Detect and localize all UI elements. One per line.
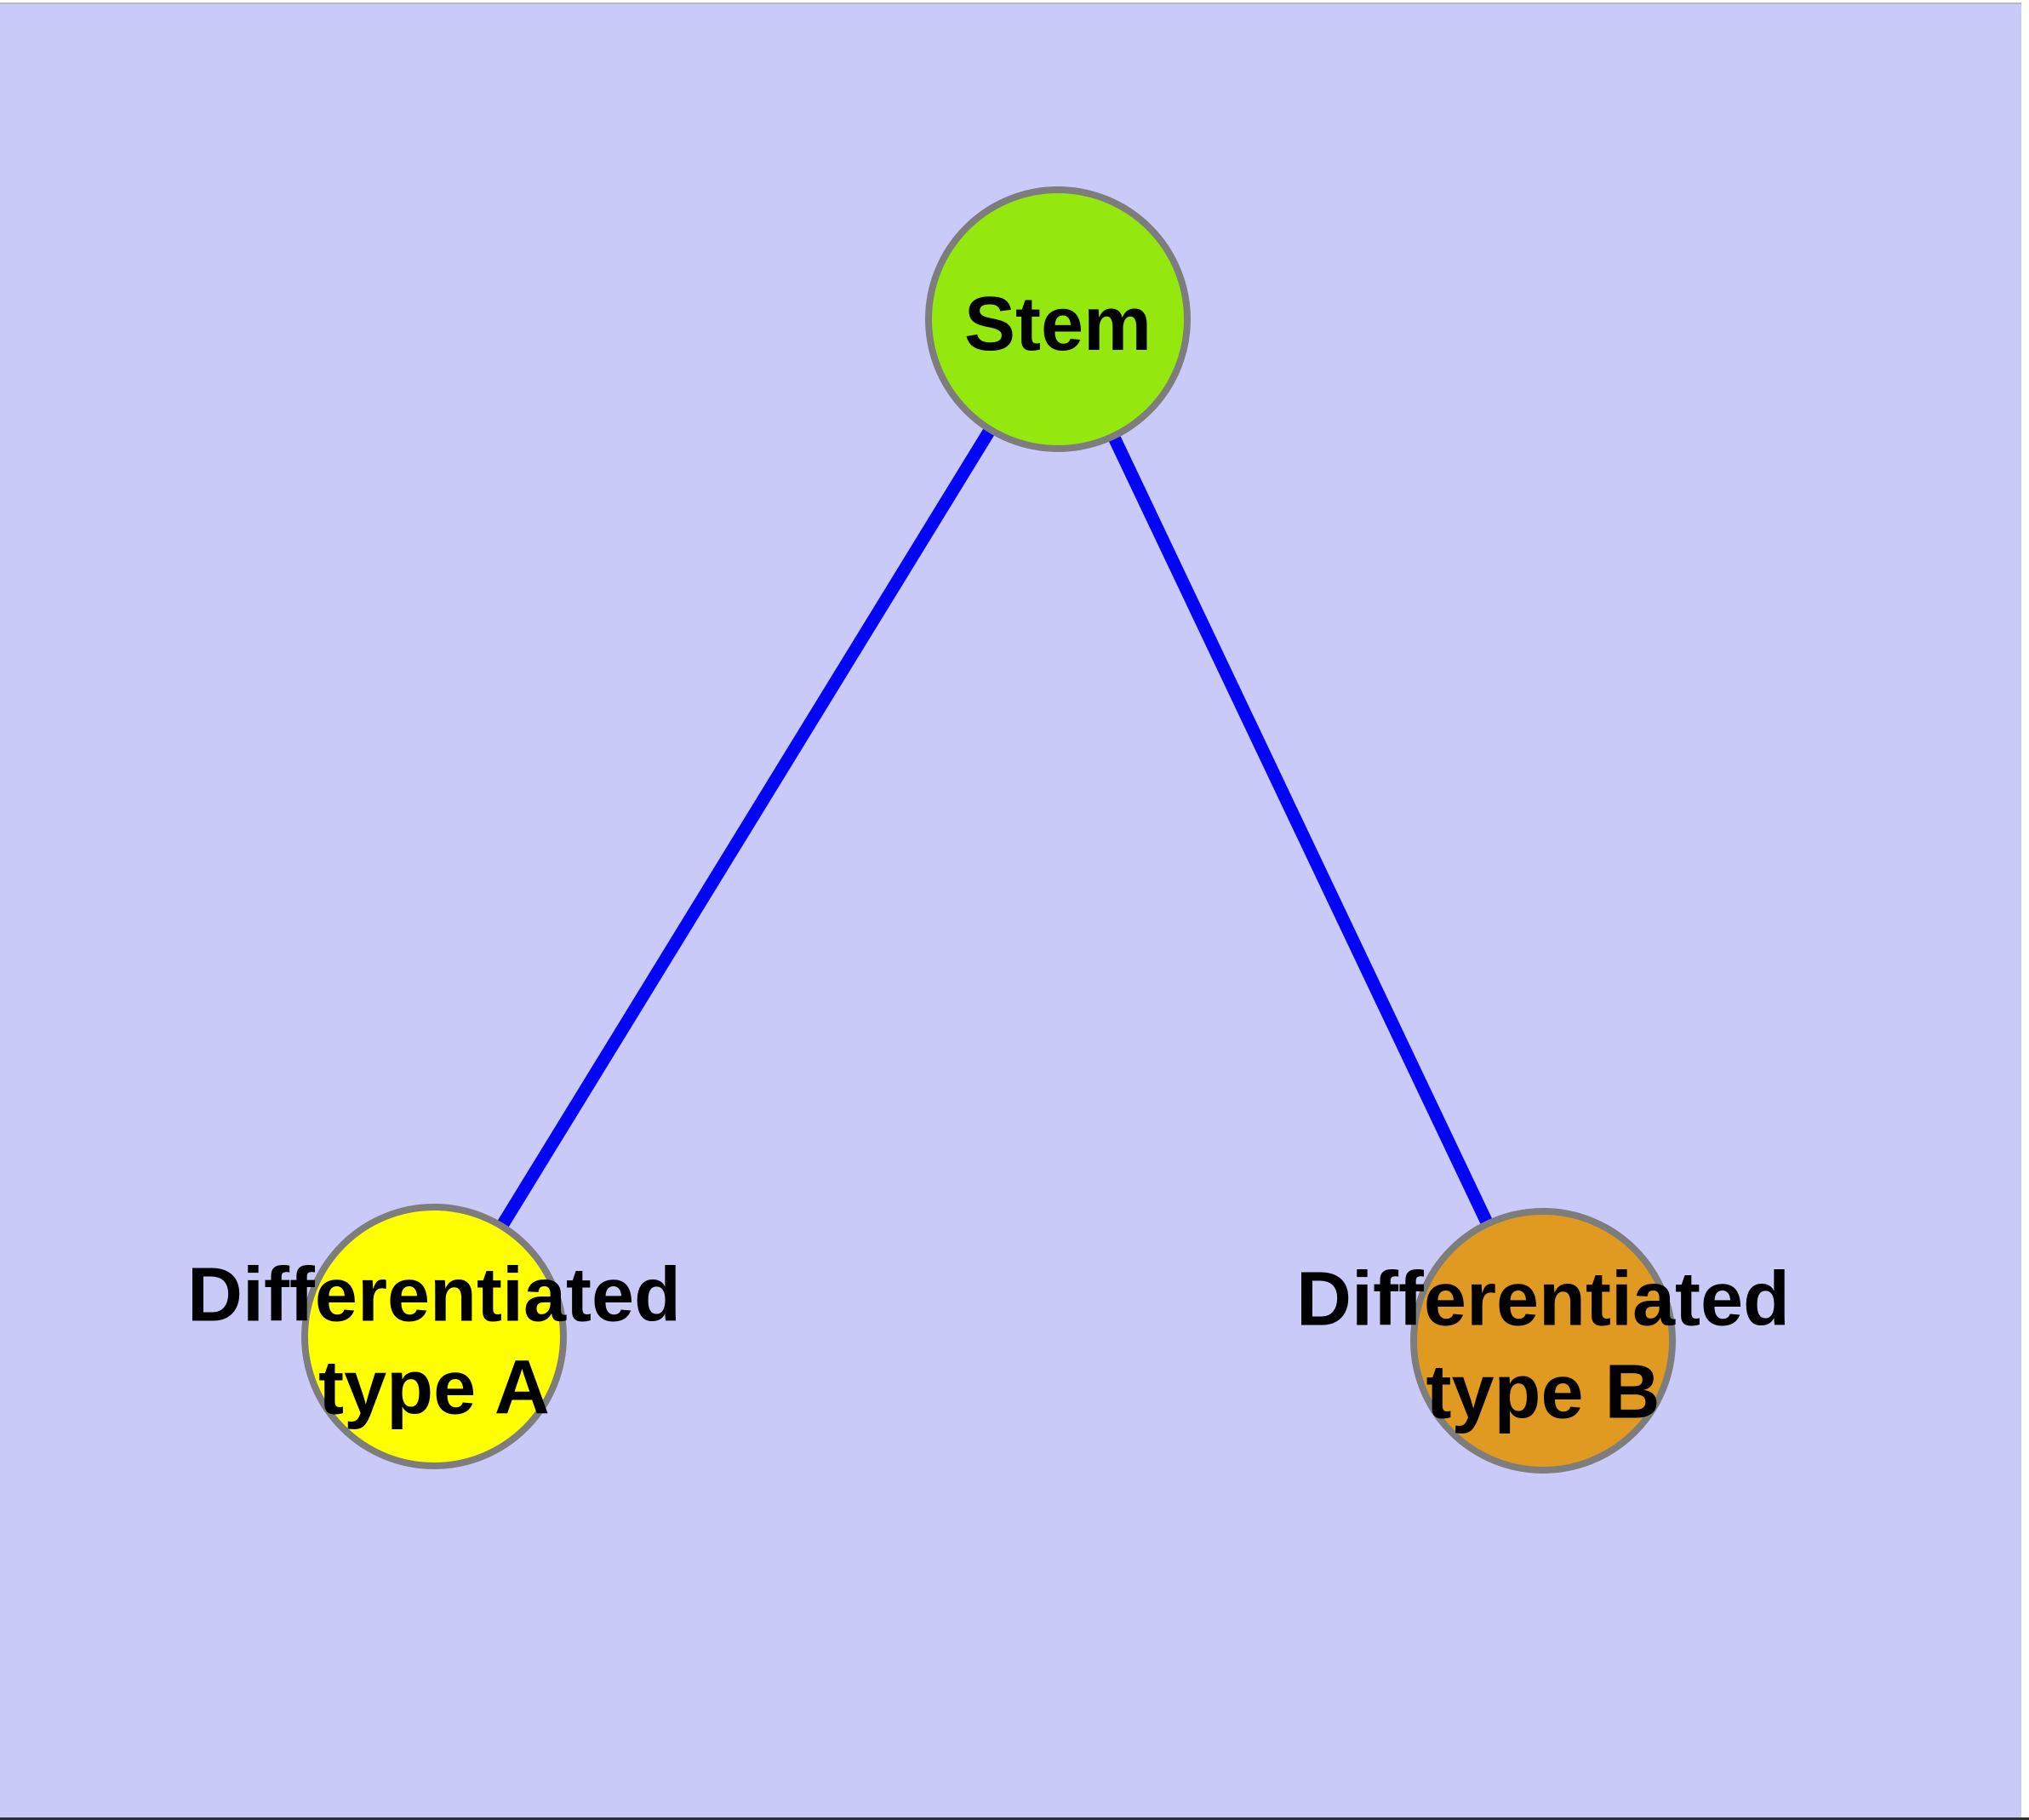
node-stem-label: Stem: [964, 282, 1152, 367]
node-differentiated-type-a-label-line: type A: [318, 1346, 550, 1431]
top-rule: [0, 3, 2029, 4]
node-differentiated-type-b-circle: [1410, 1208, 1676, 1474]
node-differentiated-type-a-circle: [301, 1204, 567, 1469]
node-stem-label-line: Stem: [964, 282, 1152, 367]
node-differentiated-type-b-label-line: type B: [1426, 1350, 1660, 1435]
right-white-strip: [2021, 0, 2029, 1820]
edge-stem-to-differentiated-type-a: [428, 316, 1064, 1340]
bottom-rule: [0, 1817, 2029, 1820]
node-differentiated-type-b-label-line: Differentiated: [1296, 1257, 1790, 1342]
node-differentiated-type-a-label-line: Differentiated: [187, 1253, 681, 1338]
node-stem-circle: [925, 186, 1191, 452]
top-white-strip: [0, 0, 2029, 3]
edge-stem-to-differentiated-type-b: [1052, 316, 1549, 1344]
